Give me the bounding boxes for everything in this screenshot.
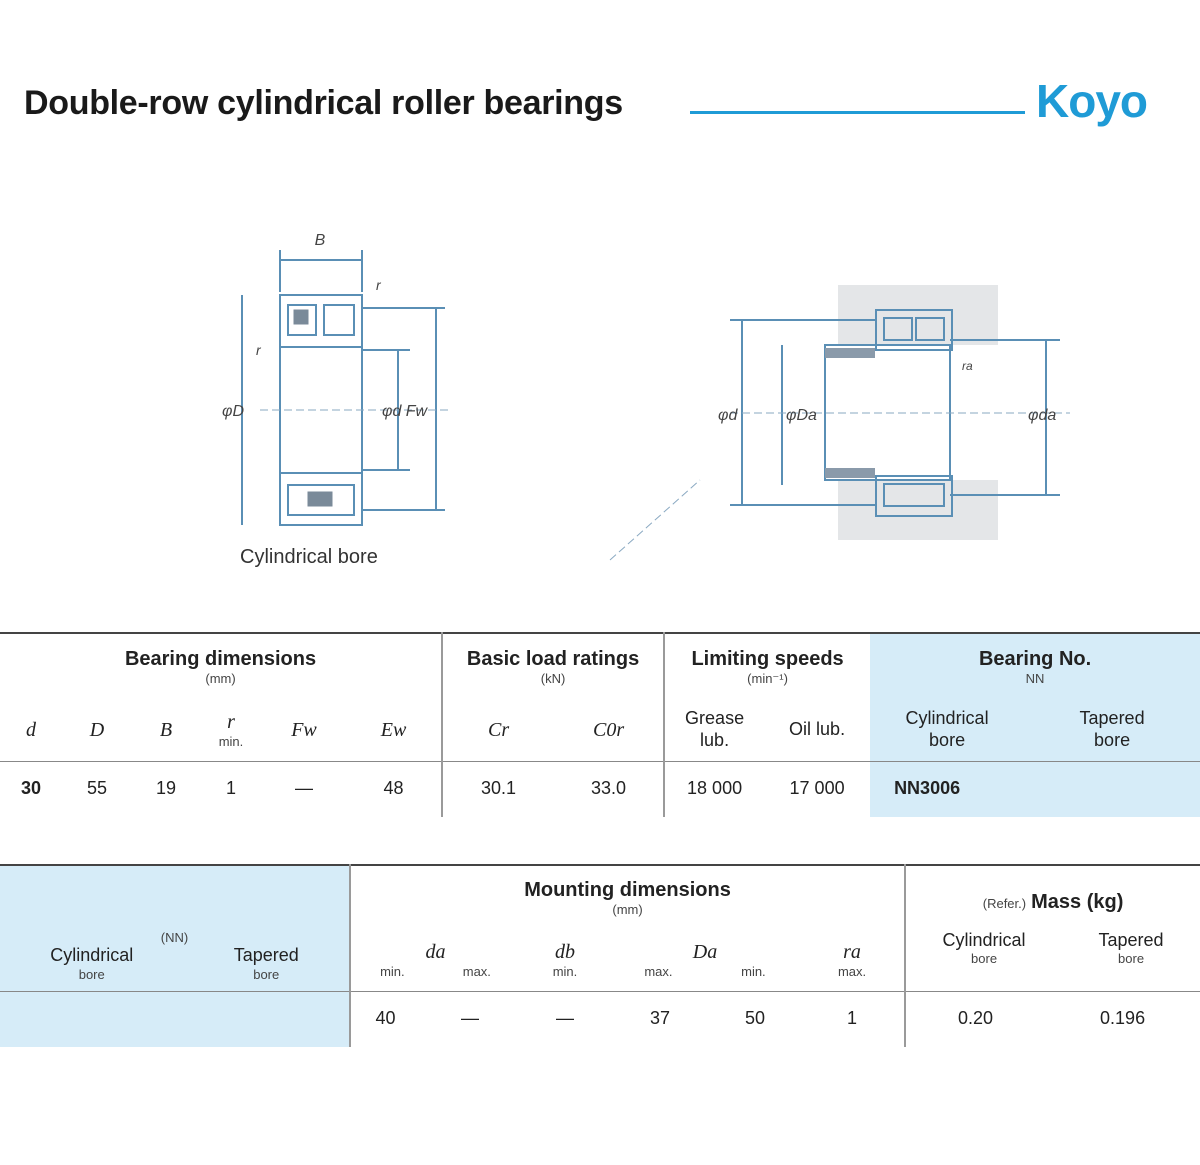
- group-limiting-speeds: Limiting speeds (min⁻¹): [663, 633, 871, 699]
- page-title: Double-row cylindrical roller bearings: [24, 84, 623, 122]
- cell-sleeve-tap: [175, 991, 350, 1047]
- title-rule: [690, 111, 1025, 114]
- cell-r: 1: [225, 778, 236, 799]
- dim-label-r-left: r: [256, 342, 262, 358]
- dim-label-d: φd: [718, 407, 738, 424]
- cell-db-min: —: [556, 1008, 574, 1029]
- cell-Cr: 30.1: [441, 761, 555, 817]
- table-row: 40 — — 37 50 1 0.20 0.196: [0, 991, 1200, 1047]
- col-d: d: [26, 718, 36, 741]
- cell-bearing-no-cyl: NN3006: [870, 761, 1025, 817]
- group-bearing-no: Bearing No. NN: [870, 633, 1200, 699]
- cell-Fw: —: [295, 778, 313, 799]
- cell-mass-tap: 0.196: [1100, 1008, 1146, 1029]
- col-grease: Grease lub.: [663, 699, 765, 761]
- cell-grease: 18 000: [663, 761, 765, 817]
- col-db: db min.: [552, 940, 578, 979]
- cell-Da-max: 37: [649, 1008, 671, 1029]
- col-cyl-bore: Cylindrical bore: [870, 699, 1025, 761]
- col-Da: Da max.min.: [644, 940, 766, 979]
- col-ra: ra max.: [837, 940, 867, 979]
- col-r: r min.: [218, 710, 244, 749]
- cell-D: 55: [86, 778, 108, 799]
- cell-C0r: 33.0: [591, 778, 627, 799]
- cell-B: 19: [155, 778, 177, 799]
- bearing-data-table: Bearing dimensions (mm) Basic load ratin…: [0, 632, 1200, 817]
- col-oil: Oil lub.: [789, 718, 846, 739]
- table-row: 30 55 19 1 — 48 30.1 33.0 18 000 17 000 …: [0, 761, 1200, 817]
- cell-d: 30: [20, 778, 42, 799]
- col-B: B: [159, 718, 173, 741]
- cell-Ew: 48: [383, 778, 404, 799]
- dim-label-ra: ra: [962, 359, 973, 373]
- cell-mass-cyl: 0.20: [904, 991, 1046, 1047]
- col-da: da min.max.: [349, 929, 520, 991]
- group-bearing-dimensions: Bearing dimensions (mm): [124, 647, 317, 686]
- col-Ew: Ew: [380, 718, 407, 741]
- cell-oil: 17 000: [789, 778, 845, 799]
- dim-label-da: φda: [1028, 407, 1056, 424]
- col-D: D: [89, 718, 105, 741]
- dim-label-top: B: [315, 232, 326, 249]
- cell-sleeve-cyl: [0, 991, 175, 1047]
- mounting-drawing: φd φDa φda ra: [609, 285, 1070, 561]
- drawing-caption: Cylindrical bore: [240, 546, 378, 568]
- group-load-ratings: Basic load ratings (kN): [441, 633, 665, 699]
- dim-label-r-top: r: [376, 277, 382, 293]
- cell-ra-max: 1: [847, 1008, 858, 1029]
- dim-label-Da: φDa: [786, 407, 817, 424]
- cell-da-max: —: [461, 1008, 479, 1029]
- cell-Da-min: 50: [744, 1008, 766, 1029]
- cell-bearing-no-tap: [1024, 761, 1200, 817]
- dim-label-D: φD: [222, 403, 244, 420]
- col-Cr: Cr: [441, 699, 555, 761]
- brand-logo: Koyo: [1036, 75, 1148, 127]
- col-C0r: C0r: [593, 718, 625, 741]
- col-tap-bore: Tapered bore: [1024, 699, 1200, 761]
- bearing-section-drawing: B r r φD φd Fw: [222, 232, 450, 526]
- cell-da-min: 40: [349, 991, 420, 1047]
- group-mounting-dimensions: Mounting dimensions (mm): [348, 865, 906, 929]
- dim-label-Fw: φd Fw: [382, 403, 429, 420]
- col-Fw: Fw: [291, 718, 317, 741]
